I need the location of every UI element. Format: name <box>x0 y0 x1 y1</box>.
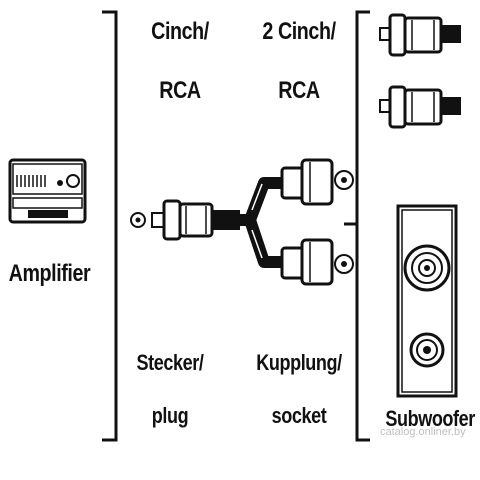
amplifier-icon <box>8 158 87 224</box>
cinch-rca-label-line2: RCA <box>159 77 201 104</box>
left-bracket <box>102 10 118 442</box>
stecker-plug-label-line1: Stecker/ <box>136 350 204 375</box>
watermark: catalog.onliner.by <box>380 426 466 438</box>
rca-coupler-top-icon <box>280 158 354 206</box>
rca-coupler-bottom-icon <box>280 238 354 286</box>
two-cinch-rca-label-line1: 2 Cinch/ <box>262 18 336 45</box>
amplifier-label: Amplifier <box>8 260 91 287</box>
right-bracket <box>355 10 370 442</box>
two-cinch-rca-label-line2: RCA <box>278 77 320 104</box>
rca-plug-right-top-icon <box>379 13 461 57</box>
kupplung-socket-label-line2: socket <box>271 403 327 428</box>
subwoofer-speaker-icon <box>396 204 458 398</box>
rca-plug-icon <box>151 199 240 241</box>
y-splitter-cable-icon <box>238 177 290 268</box>
subwoofer-label: Subwoofer <box>385 406 475 431</box>
rca-plug-right-bottom-icon <box>379 85 461 129</box>
stecker-plug-label-line2: plug <box>151 403 189 428</box>
cinch-rca-label-line1: Cinch/ <box>151 18 209 45</box>
kupplung-socket-label-line1: Kupplung/ <box>256 350 342 375</box>
rca-socket-icon <box>130 212 146 228</box>
